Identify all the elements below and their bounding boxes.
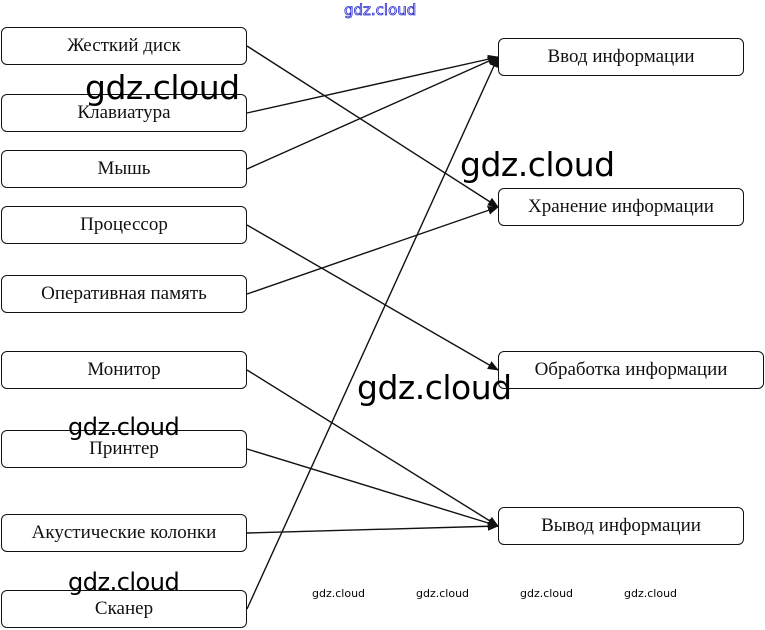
watermark-small: gdz.cloud [416, 587, 470, 600]
watermark-small: gdz.cloud [520, 587, 574, 600]
watermark-large: gdz.cloud [357, 368, 512, 407]
device-label: Клавиатура [77, 102, 171, 123]
device-box-ram: Оперативная память [1, 275, 247, 313]
device-label: Оперативная память [41, 283, 207, 304]
device-box-hdd: Жесткий диск [1, 27, 247, 65]
device-box-cpu: Процессор [1, 206, 247, 244]
watermark-small: gdz.cloud [624, 587, 678, 600]
arrow-printer-to-output [246, 448, 500, 528]
function-label: Ввод информации [547, 46, 695, 67]
function-box-output: Вывод информации [498, 507, 744, 545]
watermark-small: gdz.cloud [312, 587, 366, 600]
device-label: Монитор [87, 359, 161, 380]
device-box-scanner: Сканер [1, 590, 247, 628]
watermark-large: gdz.cloud [85, 68, 240, 107]
watermark-large: gdz.cloud [460, 145, 615, 184]
function-label: Обработка информации [534, 359, 728, 380]
function-label: Вывод информации [541, 515, 701, 536]
device-label: Акустические колонки [31, 522, 217, 543]
function-box-input: Ввод информации [498, 38, 744, 76]
function-label: Хранение информации [528, 196, 714, 217]
device-box-printer: Принтер [1, 430, 247, 468]
watermark-top: gdz.cloud [344, 1, 417, 20]
device-label: Жесткий диск [67, 35, 181, 56]
device-box-monitor: Монитор [1, 351, 247, 389]
arrow-ram-to-storage [246, 206, 500, 295]
device-box-keyboard: Клавиатура [1, 94, 247, 132]
function-box-processing: Обработка информации [498, 351, 764, 389]
device-box-speakers: Акустические колонки [1, 514, 247, 552]
device-label: Принтер [89, 438, 159, 459]
device-label: Процессор [80, 214, 168, 235]
arrow-keyboard-to-input [246, 54, 500, 114]
arrow-cpu-to-processing [246, 224, 499, 371]
watermark-medium: gdz.cloud [68, 413, 180, 441]
device-box-mouse: Мышь [1, 150, 247, 188]
function-box-storage: Хранение информации [498, 188, 744, 226]
watermark-medium: gdz.cloud [68, 568, 180, 596]
device-label: Мышь [97, 158, 151, 179]
arrow-scanner-to-input [246, 55, 499, 610]
arrow-speakers-to-output [246, 521, 500, 534]
device-label: Сканер [94, 598, 154, 619]
